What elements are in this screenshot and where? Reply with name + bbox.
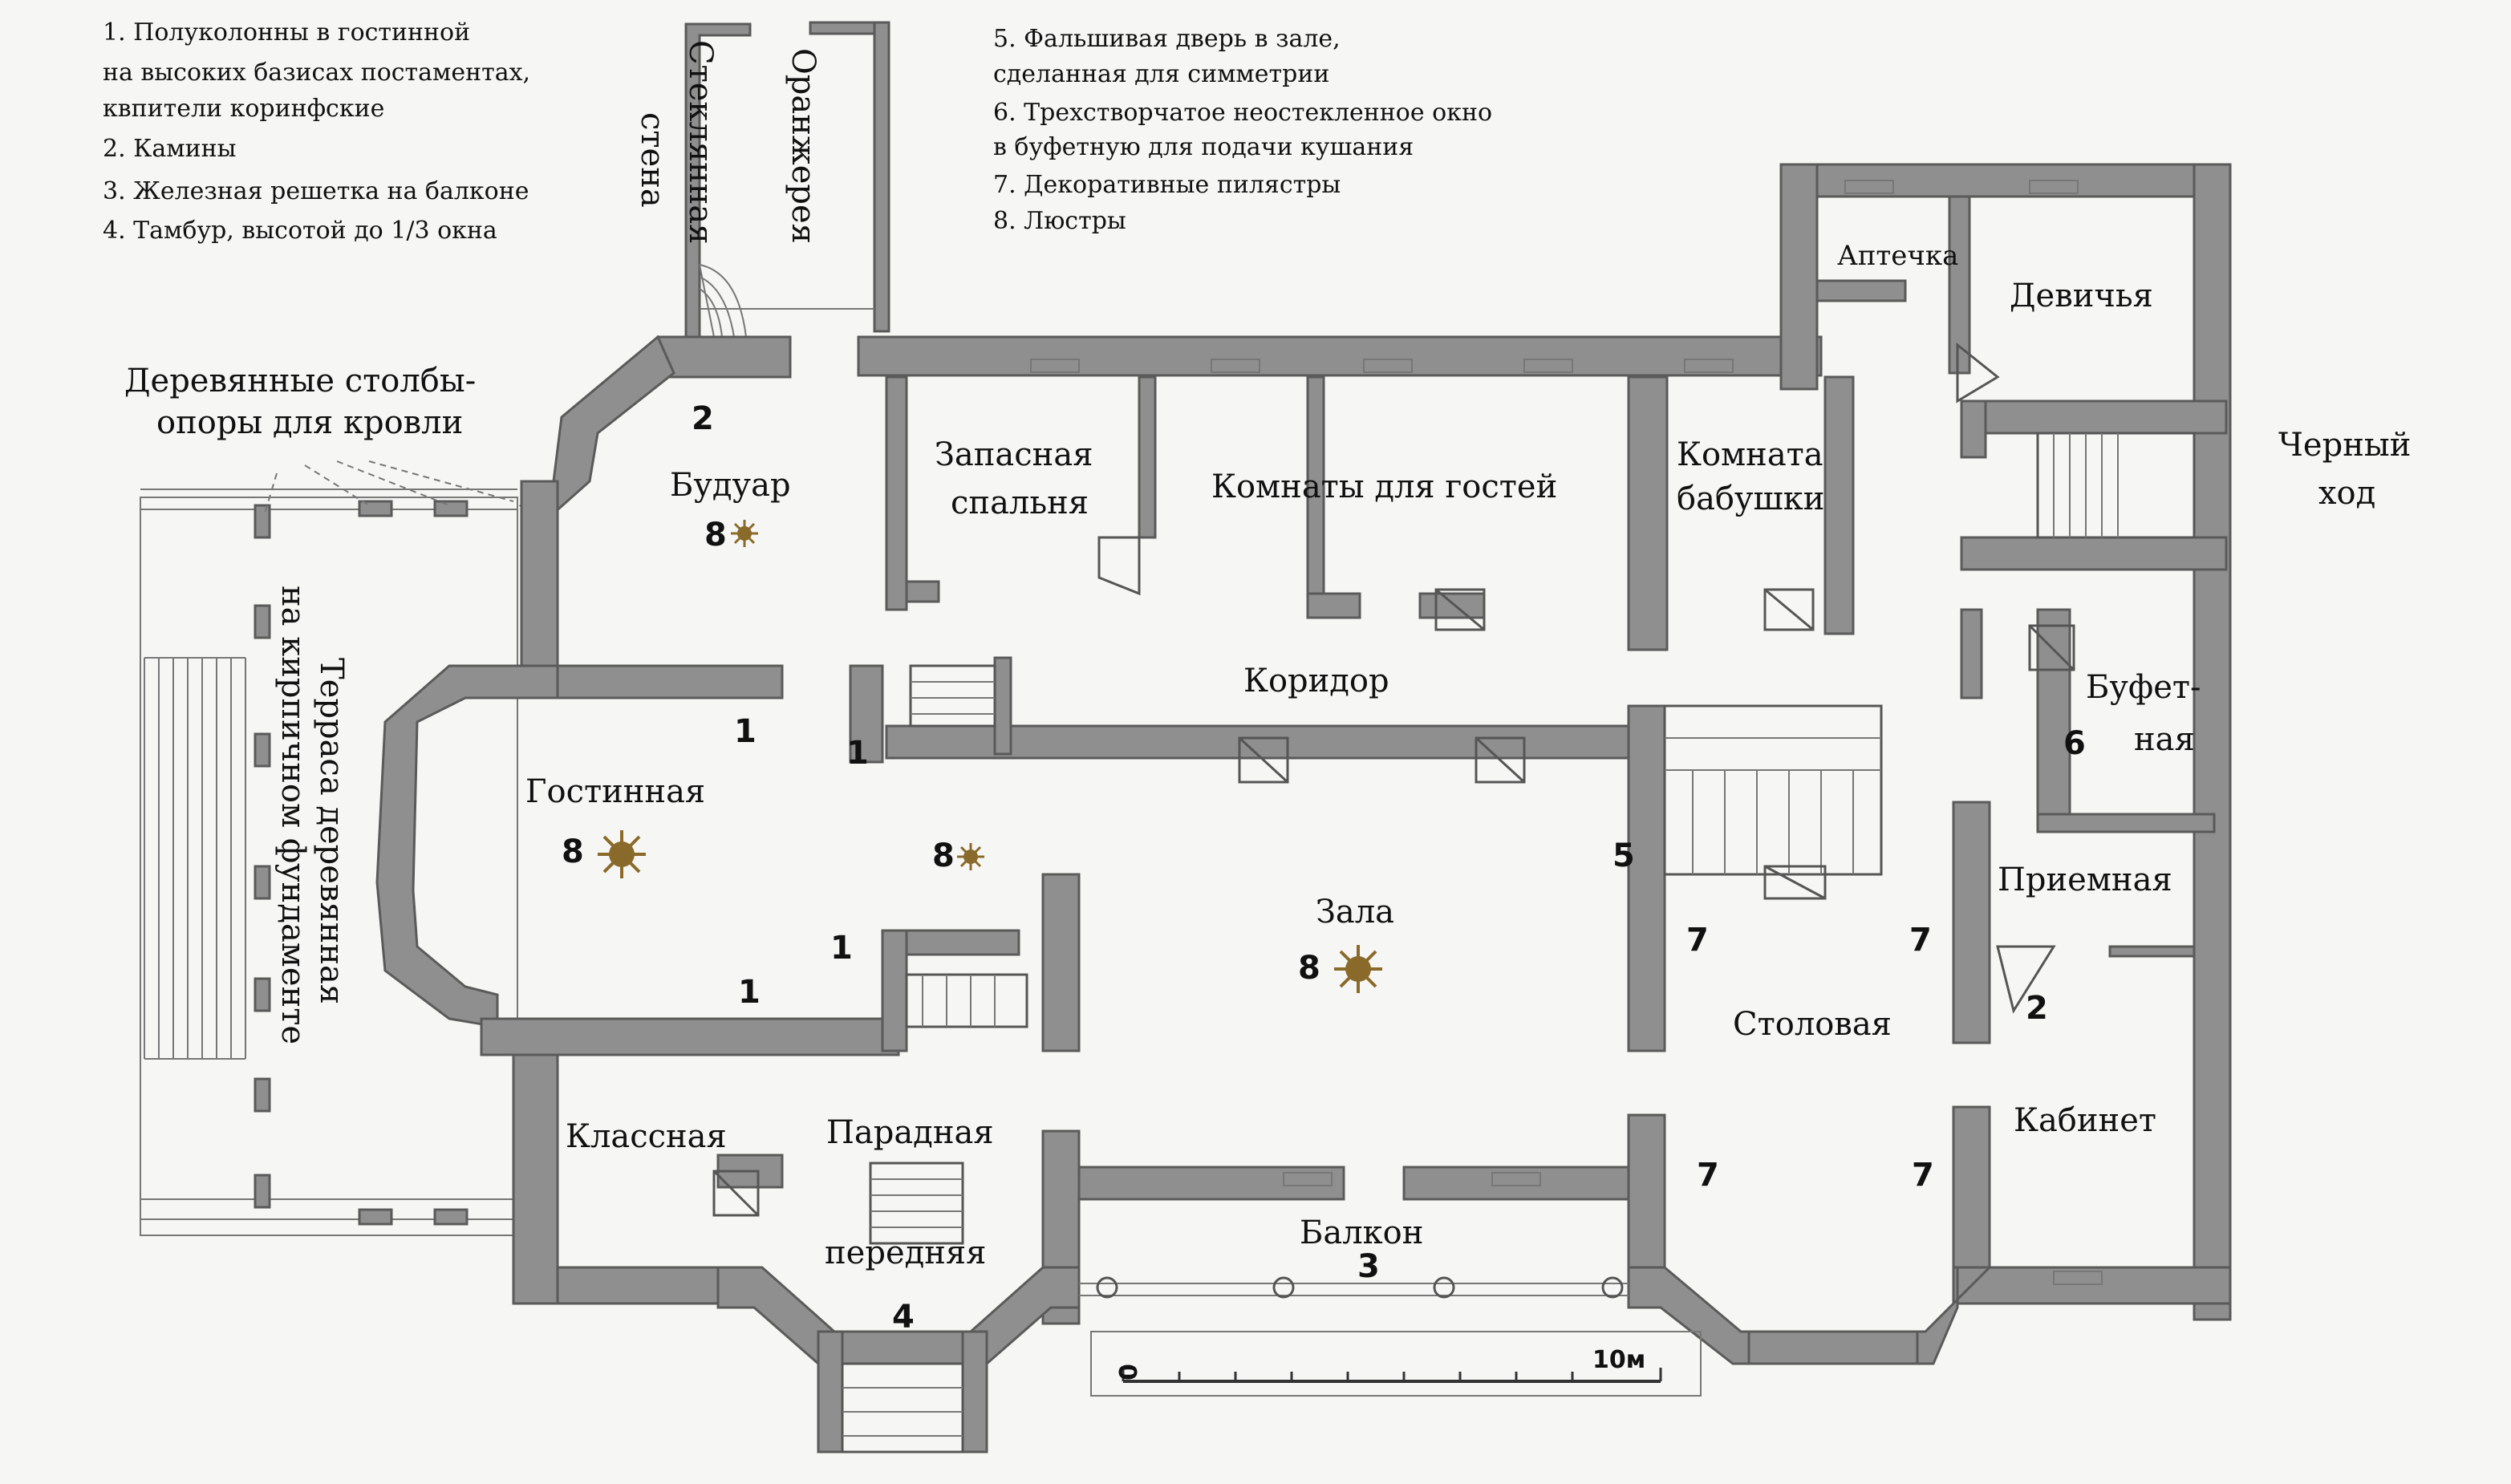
- marker-7-dining-w: 7: [1686, 922, 1709, 959]
- terrace: Терраса деревянная на кирпичном фундамен…: [140, 460, 518, 1236]
- marker-8-living: 8: [562, 833, 584, 870]
- label-corridor: Коридор: [1243, 663, 1389, 699]
- chandelier-icon: [1334, 945, 1382, 993]
- legend-item-8: 8. Люстры: [993, 207, 1126, 235]
- legend-item-2: 2. Камины: [103, 135, 236, 163]
- marker-7-study: 7: [1912, 1157, 1934, 1194]
- label-spare-1: Запасная: [935, 436, 1093, 473]
- chandelier-icon: [598, 830, 646, 878]
- marker-2-reception: 2: [2026, 990, 2048, 1027]
- terrace-posts: [254, 500, 469, 1226]
- label-posts-2: опоры для кровли: [156, 404, 463, 441]
- marker-8-hall: 8: [1298, 950, 1320, 987]
- label-dining: Столовая: [1733, 1006, 1892, 1043]
- label-guests: Комнаты для гостей: [1211, 468, 1557, 505]
- label-greenhouse: Оранжерея: [785, 48, 821, 244]
- label-study: Кабинет: [2014, 1102, 2156, 1139]
- legend-item-1c: квпители коринфские: [103, 95, 384, 123]
- marker-6: 6: [2063, 725, 2086, 762]
- label-hall: Зала: [1316, 894, 1394, 931]
- legend-item-6b: в буфетную для подачи кушания: [993, 133, 1414, 161]
- label-classroom: Классная: [566, 1118, 727, 1155]
- chandelier-icon: [957, 843, 984, 870]
- label-terrace-2: на кирпичном фундаменте: [274, 586, 311, 1044]
- marker-1-stair: 1: [846, 735, 869, 772]
- legend-left: 1. Полуколонны в гостинной на высоких ба…: [103, 18, 530, 245]
- stoves: [712, 342, 2075, 1217]
- scale-start: 0: [1113, 1364, 1141, 1381]
- legend-item-1b: на высоких базисах постаментах,: [103, 59, 530, 87]
- scale-end: 10м: [1592, 1346, 1645, 1374]
- label-grandma-2: бабушки: [1677, 480, 1824, 517]
- legend-item-5b: сделанная для симметрии: [993, 60, 1329, 88]
- marker-4: 4: [892, 1299, 915, 1336]
- label-boudoir: Будуар: [670, 467, 791, 504]
- greenhouse: Стеклянная стена Оранжерея: [634, 21, 890, 347]
- label-spare-2: спальня: [951, 485, 1089, 521]
- label-balcony: Балкон: [1300, 1214, 1423, 1251]
- legend-right: 5. Фальшивая дверь в зале, сделанная для…: [993, 25, 1492, 235]
- label-back-2: ход: [2318, 475, 2375, 512]
- marker-8-boudoir: 8: [704, 517, 727, 553]
- label-buffet-1: Буфет-: [2086, 669, 2201, 706]
- legend-item-5a: 5. Фальшивая дверь в зале,: [993, 25, 1341, 53]
- balcony-railing: [1079, 1276, 1629, 1299]
- chandelier-icon: [731, 520, 758, 547]
- marker-1-south: 1: [738, 974, 761, 1011]
- marker-1-south-stair: 1: [830, 930, 853, 967]
- scale-bar: 0 10м: [1090, 1331, 1702, 1397]
- room-labels: Деревянные столбы- опоры для кровли Буду…: [124, 240, 2411, 1271]
- roof-support-lines: [264, 460, 514, 514]
- windows: [1030, 180, 2103, 1285]
- stairs: [841, 432, 2196, 1454]
- marker-7-balcony: 7: [1697, 1157, 1719, 1194]
- legend-item-6a: 6. Трехстворчатое неостекленное окно: [993, 99, 1492, 127]
- label-buffet-2: ная: [2134, 721, 2195, 758]
- label-glass-wall-1: Стеклянная: [682, 40, 719, 244]
- marker-3: 3: [1357, 1248, 1380, 1285]
- label-pharmacy: Аптечка: [1837, 240, 1958, 272]
- terrace-steps: [144, 657, 246, 1060]
- chandeliers: [598, 520, 1382, 993]
- label-back-1: Черный: [2278, 427, 2411, 464]
- marker-2-boudoir: 2: [692, 400, 714, 437]
- greenhouse-stair: [699, 264, 747, 338]
- label-grandma-1: Комната: [1677, 436, 1823, 473]
- marker-5: 5: [1612, 837, 1635, 874]
- legend-item-1a: 1. Полуколонны в гостинной: [103, 18, 470, 47]
- label-posts-1: Деревянные столбы-: [124, 363, 476, 399]
- label-maids: Девичья: [2010, 278, 2153, 314]
- legend-item-4: 4. Тамбур, высотой до 1/3 окна: [103, 217, 497, 245]
- markers: 2 8 1 1 8 8 1 1 5 7 8 7 2 6 7 7 3 4: [562, 400, 2086, 1336]
- marker-7-dining-e: 7: [1909, 922, 1932, 959]
- marker-1-north: 1: [734, 713, 757, 750]
- label-front-1: Парадная: [826, 1114, 994, 1151]
- marker-8-center: 8: [932, 837, 955, 874]
- label-reception: Приемная: [1998, 862, 2172, 898]
- legend-item-3: 3. Железная решетка на балконе: [103, 177, 529, 205]
- legend-item-7: 7. Декоративные пилястры: [993, 171, 1341, 199]
- label-front-2: передняя: [825, 1235, 986, 1271]
- label-living: Гостинная: [525, 773, 705, 810]
- label-terrace-1: Терраса деревянная: [313, 658, 350, 1004]
- label-glass-wall-2: стена: [634, 112, 671, 208]
